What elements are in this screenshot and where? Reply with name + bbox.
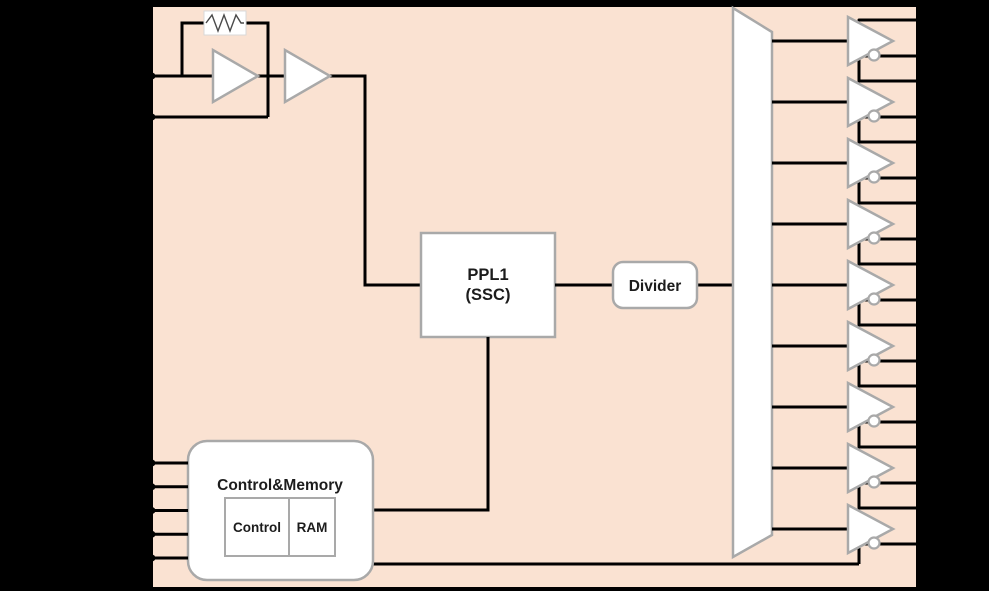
output-channel (772, 380, 924, 447)
control-memory-block: Control&Memory Control RAM (186, 439, 375, 582)
pll-block: PPL1 (SSC) (419, 231, 557, 339)
control-pin-dot (148, 507, 156, 514)
inverter-bubble-icon (867, 48, 881, 62)
divider-label: Divider (629, 278, 682, 295)
control-pin-dot (148, 554, 156, 562)
pll-label-line1: PPL1 (467, 266, 508, 284)
control-pin-dot (148, 530, 156, 538)
inverter-bubble-icon (867, 536, 881, 550)
osc-inverter-icon (211, 47, 261, 105)
osc-to-pll-wire (329, 74, 421, 287)
divider-box (611, 260, 699, 310)
control-input-pin (148, 530, 188, 538)
xout-pin-dot (148, 113, 156, 121)
resistor-zigzag-icon (205, 13, 244, 33)
control-input-pin (148, 554, 188, 562)
output-channel (772, 502, 924, 564)
inverter-bubble-icon (867, 231, 881, 245)
ram-sub-label: RAM (297, 520, 328, 535)
pll-label-line2: (SSC) (466, 286, 511, 304)
inverter-bubble-icon (867, 475, 881, 489)
control-input-pin (148, 507, 188, 514)
pll-to-control-wire (373, 337, 490, 512)
feedback-wire-left (180, 21, 204, 76)
control-memory-title: Control&Memory (217, 477, 343, 494)
inverter-bubble-icon (867, 414, 881, 428)
control-input-pin (148, 483, 188, 491)
fanout-mux-icon (731, 5, 774, 560)
divider-block: Divider (611, 260, 699, 310)
output-channel-bank (772, 14, 924, 564)
feedback-resistor-body (203, 10, 247, 36)
inverter-bubble-icon (867, 353, 881, 367)
output-channel (772, 136, 924, 203)
control-input-pins (148, 459, 188, 562)
xin-pin-dot (148, 72, 156, 80)
control-input-pin (148, 459, 188, 467)
pll-box (419, 231, 557, 339)
output-channel (772, 319, 924, 386)
inverter-bubble-icon (867, 109, 881, 123)
crystal-oscillator (148, 10, 421, 287)
ram-sub-box (288, 497, 336, 557)
osc-buffer-icon (283, 47, 333, 105)
output-channel (772, 75, 924, 142)
output-channel (772, 441, 924, 508)
control-sub-label: Control (233, 520, 281, 535)
inverter-bubble-icon (867, 292, 881, 306)
control-pin-dot (148, 459, 156, 467)
output-channel (772, 197, 924, 264)
output-channel (772, 14, 924, 81)
output-channel (772, 258, 924, 325)
feedback-wire-right (246, 21, 270, 117)
control-pin-dot (148, 483, 156, 491)
control-sub-box (224, 497, 290, 557)
inverter-bubble-icon (867, 170, 881, 184)
